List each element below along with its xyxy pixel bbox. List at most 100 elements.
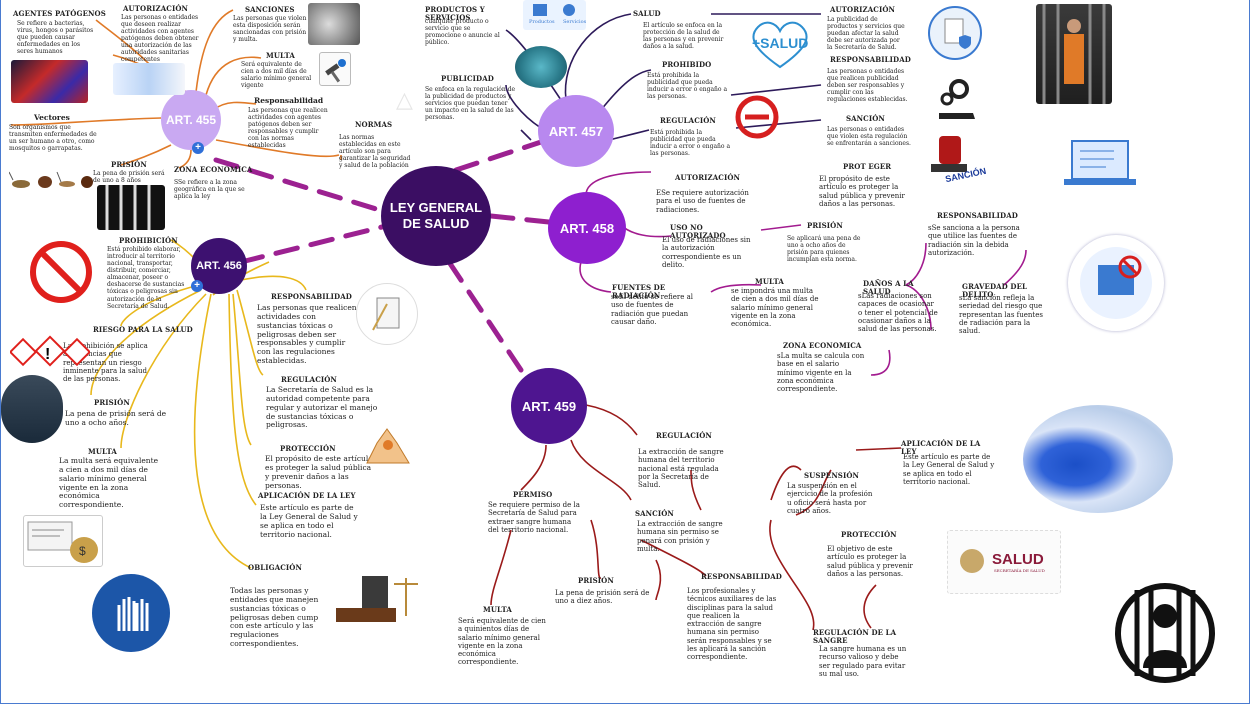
fuentes-radiacion-heading: FUENTES DE RADIACIÓN bbox=[612, 283, 666, 301]
art-457-node[interactable]: ART. 457 bbox=[538, 95, 614, 167]
obligacion-456-heading: OBLIGACIÓN bbox=[248, 563, 302, 572]
agentes-patogenos-text: Se refiere a bacterias, virus, hongos o … bbox=[17, 20, 94, 56]
insects-icon bbox=[8, 162, 97, 202]
uso-no-autorizado-heading: USO NO AUTORIZADO bbox=[670, 223, 726, 241]
permiso-heading: PERMISO bbox=[513, 490, 553, 499]
svg-text:$: $ bbox=[79, 544, 86, 558]
prohibido-text: Está prohibida la publicidad que pueda i… bbox=[647, 72, 728, 101]
gears-hand-icon bbox=[935, 75, 979, 121]
multa-455-heading: MULTA bbox=[266, 51, 295, 60]
autorizacion-455-text: Las personas o entidades que deseen real… bbox=[121, 14, 199, 62]
obligacion-456-text: Todas las personas y entidades que manej… bbox=[230, 586, 319, 649]
handcuffs-image bbox=[308, 3, 360, 45]
authorities-image bbox=[113, 63, 185, 95]
aplicacion-459-heading: APLICACIÓN DE LA LEY bbox=[901, 439, 981, 457]
multa-459-heading: MULTA bbox=[483, 605, 512, 614]
prisoner-bars-icon bbox=[1113, 578, 1217, 688]
svg-text:!: ! bbox=[45, 346, 50, 363]
salud-459-logo-text: SALUD bbox=[992, 551, 1044, 568]
autorizacion-457-heading: AUTORIZACIÓN bbox=[830, 5, 896, 14]
sanciones-455-text: Las personas que violen esta disposición… bbox=[233, 15, 307, 44]
autorizacion-455-heading: AUTORIZACIÓN bbox=[123, 4, 189, 13]
regulacion-459-heading: REGULACIÓN bbox=[656, 431, 712, 440]
gravedad-delito-heading: GRAVEDAD DEL DELITO bbox=[962, 282, 1028, 300]
prision-459-text: La pena de prisión será de uno a diez añ… bbox=[555, 589, 650, 606]
art-455-node[interactable]: ART. 455 bbox=[161, 90, 221, 150]
prohibited-sign-icon bbox=[29, 240, 93, 304]
prision-459-heading: PRISIÓN bbox=[578, 576, 614, 585]
sancion-459-text: La extracción de sangre humana sin permi… bbox=[637, 520, 723, 553]
central-topic-node[interactable]: LEY GENERAL DE SALUD bbox=[381, 166, 491, 266]
aplicacion-459-text: Este artículo es parte de la Ley General… bbox=[903, 453, 995, 486]
salud-logo-text: +SALUD bbox=[752, 35, 809, 51]
prohibicion-456-text: Está prohibido elaborar, introducir al t… bbox=[107, 246, 185, 310]
proteccion-459-text: El objetivo de este artículo es proteger… bbox=[827, 545, 913, 578]
publicidad-text: Se enfoca en la regulación de la publici… bbox=[425, 86, 516, 122]
salud-457-text: El artículo se enfoca en la protección d… bbox=[643, 22, 724, 51]
regulacion-sangre-text: La sangre humana es un recurso valioso y… bbox=[819, 645, 907, 678]
sanciones-455-heading: SANCIONES bbox=[245, 5, 295, 14]
services-label: Servicios bbox=[563, 19, 587, 25]
fine-document-icon: $ bbox=[23, 515, 103, 567]
zona-economica-458-text: sLa multa se calcula con base en el sala… bbox=[777, 352, 865, 393]
pathogens-image bbox=[11, 60, 88, 103]
autorizacion-457-text: La publicidad de productos y servicios q… bbox=[827, 16, 905, 52]
multa-456-text: La multa será equivalente a cien a dos m… bbox=[59, 456, 159, 510]
aplicacion-456-text: Este artículo es parte de la Ley General… bbox=[260, 503, 358, 539]
expand-455-icon[interactable]: + bbox=[192, 142, 204, 154]
suspension-text: La suspensión en el ejercicio de la prof… bbox=[787, 482, 873, 515]
multa-458-heading: MULTA bbox=[755, 277, 784, 286]
regulacion-459-text: La extracción de sangre humana del terri… bbox=[638, 448, 724, 489]
expand-456-icon[interactable]: + bbox=[191, 280, 203, 292]
aplicacion-456-heading: APLICACIÓN DE LA LEY bbox=[258, 491, 356, 500]
prohibicion-456-heading: PROHIBICIÓN bbox=[119, 236, 178, 245]
regulacion-457-heading: REGULACIÓN bbox=[660, 116, 716, 125]
salud-457-heading: SALUD bbox=[633, 9, 661, 18]
multa-459-text: Será equivalente de cien a quinientos dí… bbox=[458, 617, 546, 667]
suspension-heading: SUSPENSIÓN bbox=[804, 471, 860, 480]
permiso-text: Se requiere permiso de la Secretaría de … bbox=[488, 501, 580, 534]
salud-heart-logo: +SALUD bbox=[744, 19, 816, 71]
gloves-sign-icon bbox=[91, 573, 171, 653]
prohibido-heading: PROHIBIDO bbox=[662, 60, 712, 69]
jail-bars-image bbox=[97, 185, 165, 230]
advertising-image bbox=[515, 46, 567, 88]
sancion-457-text: Las personas o entidades que violen esta… bbox=[827, 126, 911, 148]
multa-455-text: Será equivalente de cien a dos mil días … bbox=[241, 61, 312, 90]
autorizacion-458-text: ESe requiere autorización para el uso de… bbox=[656, 189, 749, 214]
products-services-icon: Productos Servicios bbox=[523, 0, 586, 30]
salud-459-logo-sub: SECRETARÍA DE SALUD bbox=[994, 568, 1045, 573]
proteccion-456-text: El propósito de este artículo es protege… bbox=[265, 454, 373, 490]
protection-hands-icon bbox=[359, 423, 417, 471]
art-459-node[interactable]: ART. 459 bbox=[511, 368, 587, 444]
prision-455-heading: PRISIÓN bbox=[111, 160, 147, 169]
sancion-457-heading: SANCIÓN bbox=[846, 114, 885, 123]
multa-456-heading: MULTA bbox=[88, 447, 117, 456]
responsabilidad-455-text: Las personas que realicen actividades co… bbox=[248, 107, 328, 150]
radiation-worker-image bbox=[1068, 235, 1164, 331]
blood-draw-image bbox=[1023, 405, 1173, 513]
proteger-458-text: El propósito de este artículo es protege… bbox=[819, 175, 905, 208]
productos-servicios-text: cualquier producto o servicio que se pro… bbox=[425, 18, 500, 47]
laptop-checklist-icon bbox=[1058, 135, 1142, 203]
document-shield-icon bbox=[927, 5, 983, 61]
gravedad-delito-text: sLa sanción refleja la seriedad del ries… bbox=[959, 294, 1043, 335]
prision-456-heading: PRISIÓN bbox=[94, 398, 130, 407]
regulacion-sangre-heading: REGULACIÓN DE LA SANGRE bbox=[813, 628, 897, 646]
prisoner-image bbox=[1036, 4, 1112, 104]
art-458-node[interactable]: ART. 458 bbox=[548, 192, 626, 264]
uso-no-autorizado-text: El uso de radiaciones sin la autorizació… bbox=[662, 236, 751, 269]
riesgo-salud-text: La prohibición se aplica a sustancias qu… bbox=[63, 342, 148, 383]
responsabilidad-457-heading: RESPONSABILIDAD bbox=[830, 55, 911, 64]
responsabilidad-456-heading: RESPONSABILIDAD bbox=[271, 292, 352, 301]
proteccion-456-heading: PROTECCIÓN bbox=[280, 444, 336, 453]
normas-455-text: Las normas establecidas en este artículo… bbox=[339, 134, 411, 170]
regulacion-456-heading: REGULACIÓN bbox=[281, 375, 337, 384]
responsabilidad-458-text: sSe sanciona a la persona que utilice la… bbox=[928, 224, 1020, 257]
prision-458-heading: PRISIÓN bbox=[807, 221, 843, 230]
sancion-459-heading: SANCIÓN bbox=[635, 509, 674, 518]
prision-458-text: Se aplicará una pena de uno a ocho años … bbox=[787, 235, 861, 264]
responsibility-icon bbox=[356, 283, 418, 345]
watermark-triangle-icon: △ bbox=[396, 88, 413, 113]
agentes-patogenos-heading: AGENTES PATÓGENOS bbox=[13, 9, 106, 18]
